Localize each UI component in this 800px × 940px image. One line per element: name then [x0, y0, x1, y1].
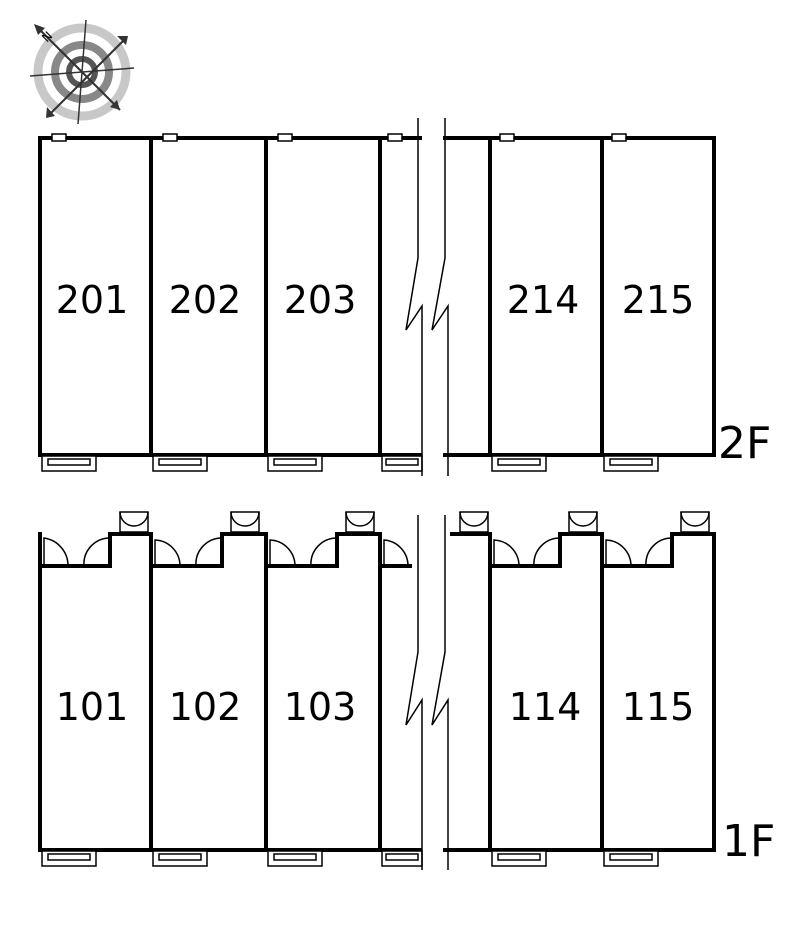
unit-101: 101 — [56, 685, 129, 729]
floor-label-1f: 1F — [722, 816, 775, 867]
unit-102: 102 — [169, 685, 242, 729]
unit-203: 203 — [284, 278, 357, 322]
unit-215: 215 — [622, 278, 695, 322]
floor-1f: 101 102 103 114 115 1F — [38, 511, 775, 870]
compass-rose-icon: N — [29, 19, 135, 125]
unit-214: 214 — [507, 278, 580, 322]
unit-115: 115 — [622, 685, 695, 729]
unit-202: 202 — [169, 278, 242, 322]
unit-201: 201 — [56, 278, 129, 322]
floor-label-2f: 2F — [718, 418, 771, 469]
entrance-walls — [40, 532, 714, 568]
unit-114: 114 — [509, 685, 582, 729]
unit-103: 103 — [284, 685, 357, 729]
door-swings — [43, 537, 673, 567]
floor-2f: 201 202 203 214 215 2F — [38, 118, 771, 476]
double-door-icons — [119, 511, 710, 533]
